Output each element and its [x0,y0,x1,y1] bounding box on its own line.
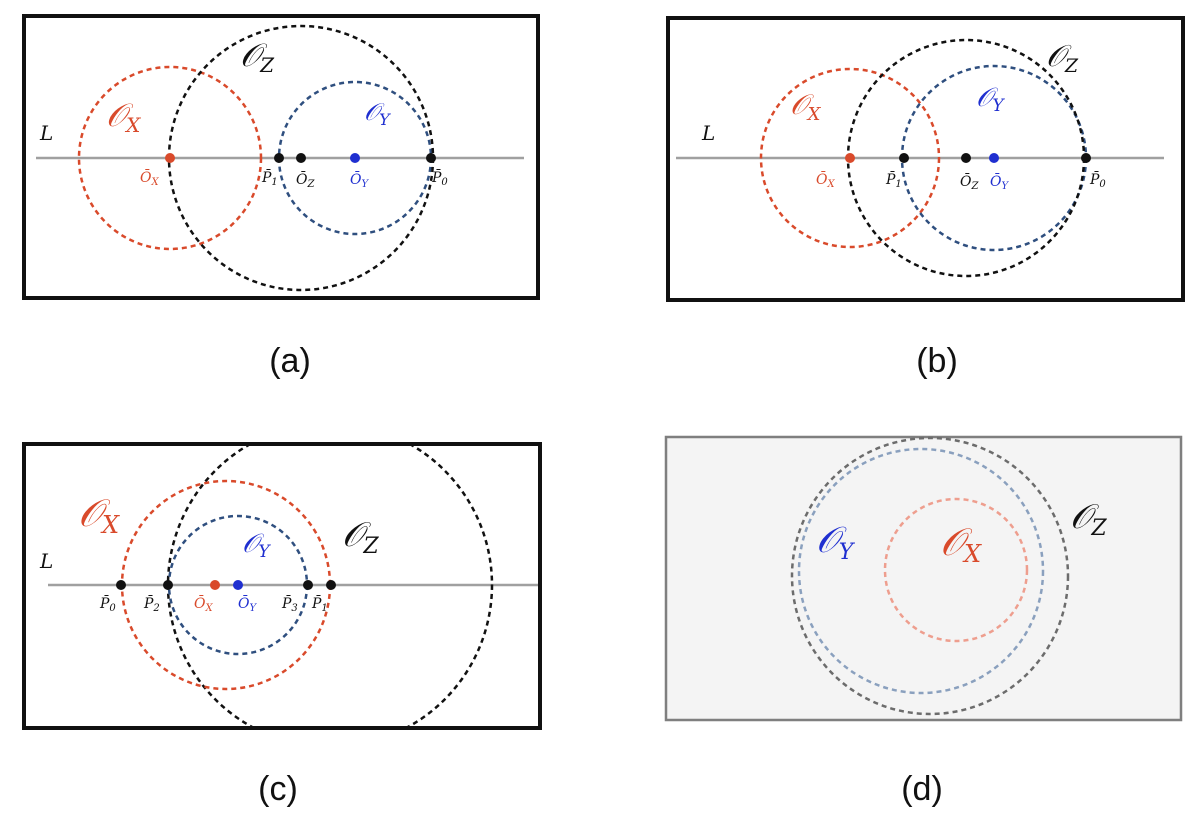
label-point-ox: ŌX [140,168,159,188]
label-point-oy: ŌY [990,172,1009,192]
point-oy [233,580,243,590]
point-oz [296,153,306,163]
point-p0 [116,580,126,590]
label-point-oz: ŌZ [960,172,979,192]
point-p3 [303,580,313,590]
caption-c: (c) [258,770,298,808]
caption-d: (d) [901,770,943,808]
circle-oz [790,436,1070,716]
panel-b: L 𝒪X 𝒪Y 𝒪Z ŌX P̄1 ŌZ ŌY P̄0 (b) [666,16,1185,380]
point-ox [165,153,175,163]
circle-oy [797,447,1045,695]
label-point-p2: P̄2 [143,594,160,614]
label-point-ox: ŌX [194,594,213,614]
label-point-p1: P̄1 [885,170,902,190]
label-point-oz: ŌZ [296,170,315,190]
label-point-ox: ŌX [816,170,835,190]
point-p1 [899,153,909,163]
panel-c: L 𝒪X 𝒪Y 𝒪Z P̄0 P̄2 ŌX ŌY P̄3 P̄1 (c) [22,442,542,808]
panel-a: L 𝒪X 𝒪Y 𝒪Z ŌX P̄1 ŌZ ŌY P̄0 (a) [22,14,540,380]
circle-ox [883,497,1029,643]
label-point-p1: P̄1 [261,168,278,188]
label-point-p0: P̄0 [1089,170,1106,190]
circle-ox [759,67,941,249]
point-ox [210,580,220,590]
label-L: L [39,121,53,145]
label-point-p0: P̄0 [431,168,448,188]
label-point-p3: P̄3 [281,594,298,614]
label-circle-ox: 𝒪X [78,491,120,539]
point-ox [845,153,855,163]
point-oy [989,153,999,163]
panel-d-frame [664,435,1183,722]
point-oy [350,153,360,163]
caption-b: (b) [916,342,958,380]
label-point-oy: ŌY [238,594,257,614]
panel-c-frame [22,442,542,730]
point-oz [961,153,971,163]
point-p2 [163,580,173,590]
label-point-p0: P̄0 [99,594,116,614]
label-point-p1: P̄1 [311,594,328,614]
point-p1 [274,153,284,163]
point-p0 [426,153,436,163]
label-point-oy: ŌY [350,170,369,190]
point-p0 [1081,153,1091,163]
circle-ox [77,65,263,251]
label-L: L [39,549,53,573]
label-L: L [701,121,715,145]
point-p1 [326,580,336,590]
panel-d: 𝒪Y 𝒪X 𝒪Z (d) [664,435,1183,808]
caption-a: (a) [269,342,311,380]
